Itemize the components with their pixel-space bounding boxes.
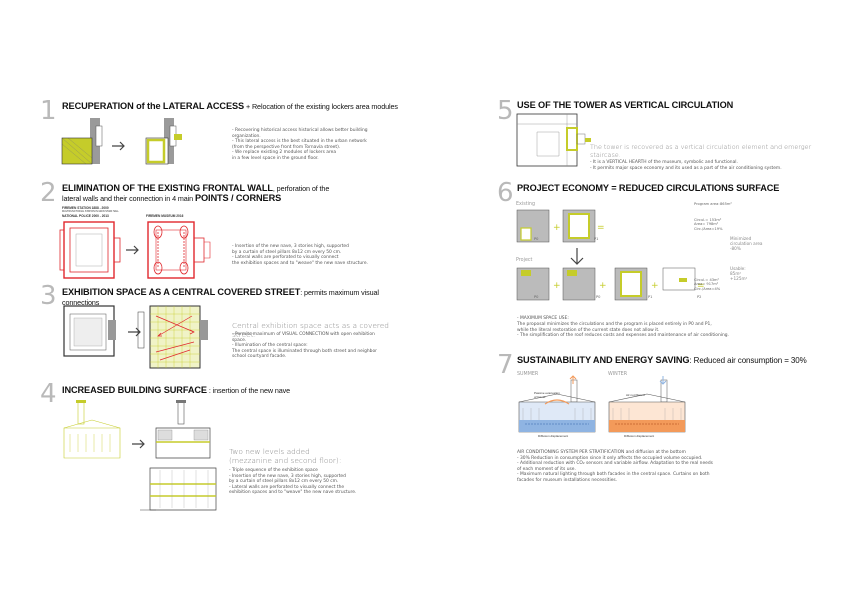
section-4-lead: Two new levels added (mezzanine and seco… bbox=[229, 447, 342, 465]
section-5-text: - It is a VERTICAL HEARTH of the museum,… bbox=[590, 160, 782, 171]
section-3-title-rest: : permits maximum visual connections bbox=[62, 288, 379, 308]
section-4-title-rest: : insertion of the new nave bbox=[206, 386, 291, 395]
section-2-title-rest: , perforation of the bbox=[272, 184, 330, 193]
section-1-title-bold: RECUPERATION of the LATERAL ACCESS bbox=[62, 101, 245, 111]
section-6-p1-project: P1 bbox=[648, 295, 653, 299]
section-7-text: AIR CONDITIONING SYSTEM PER STRATIFICATI… bbox=[517, 450, 713, 483]
section-7-label-winter: WINTER bbox=[608, 372, 628, 377]
section-6-program-label: Program area: bbox=[694, 202, 720, 206]
section-6-p2-project: P2 bbox=[697, 295, 702, 299]
section-6-p0-project: P0 bbox=[534, 295, 539, 299]
section-2-number: 2 bbox=[40, 178, 57, 208]
section-2-text: - Insertion of the new nave, 3 stories h… bbox=[232, 244, 368, 266]
section-6-title-bold: PROJECT ECONOMY bbox=[517, 183, 609, 193]
section-4-text: - Triple sequence of the exhibition spac… bbox=[229, 468, 357, 495]
svg-text:=: = bbox=[697, 281, 705, 291]
section-6-text-head: - MAXIMUM SPACE USE: bbox=[517, 316, 569, 321]
section-2-label-a-sub: MULTIFUNCTIONAL STATION IN MAIN STAIR HA… bbox=[62, 210, 119, 213]
section-6-usable: Usable: 85m² +125m² bbox=[730, 266, 748, 282]
section-6-title: PROJECT ECONOMY = REDUCED CIRCULATIONS S… bbox=[517, 183, 817, 193]
section-2-label-a2: NATIONAL POLICE 2000 - 2013 bbox=[62, 214, 109, 218]
section-6-circ-project: Circul.= 43m² Area= 917m² Circ./Area=4% bbox=[694, 278, 721, 291]
section-4-title-bold: INCREASED BUILDING SURFACE bbox=[62, 385, 207, 395]
section-2-diagram bbox=[59, 221, 211, 279]
section-2-title: ELIMINATION OF THE EXISTING FRONTAL WALL… bbox=[62, 183, 402, 203]
section-6-diagram: + = + + + = bbox=[516, 209, 705, 301]
equals-icon: = bbox=[597, 223, 605, 233]
section-7-title-rest: : Reduced air consumption = 30% bbox=[689, 356, 807, 365]
section-2-title-line2-bold: POINTS / CORNERS bbox=[194, 193, 282, 204]
section-2-title-bold: ELIMINATION OF THE EXISTING FRONTAL WALL bbox=[62, 183, 273, 193]
section-5-title: USE OF THE TOWER AS VERTICAL CIRCULATION bbox=[517, 100, 734, 110]
section-7-cap-winter-bottom: Diffusion displacement bbox=[624, 434, 655, 438]
section-3-title: EXHIBITION SPACE AS A CENTRAL COVERED ST… bbox=[62, 287, 402, 307]
section-5-diagram bbox=[516, 113, 591, 167]
section-7-cap-winter-top: Air not filtered bbox=[626, 393, 645, 397]
section-2-title-line2: lateral walls and their connection in 4 … bbox=[62, 194, 195, 204]
section-7-cap-summer-bottom: Diffusion displacement bbox=[538, 434, 569, 438]
section-1-title: RECUPERATION of the LATERAL ACCESS + Rel… bbox=[62, 101, 402, 111]
section-1-text: - Recovering historical access historica… bbox=[232, 128, 368, 161]
svg-text:+: + bbox=[599, 281, 607, 291]
section-3-number: 3 bbox=[40, 281, 57, 311]
section-4-number: 4 bbox=[40, 379, 57, 409]
section-7-diagram bbox=[518, 375, 686, 433]
section-6-minimized: Minimized circulation area -80% bbox=[730, 236, 763, 252]
section-4-title: INCREASED BUILDING SURFACE : insertion o… bbox=[62, 385, 402, 395]
section-7-label-summer: SUMMER bbox=[517, 372, 539, 377]
section-5-lead: The tower is recovered as a vertical cir… bbox=[590, 143, 812, 159]
section-7-title: SUSTAINABILITY AND ENERGY SAVING: Reduce… bbox=[517, 355, 817, 366]
section-1-title-rest: + Relocation of the existing lockers are… bbox=[244, 102, 398, 111]
section-2-label-b: FIREMEN MUSEUM 2016 bbox=[146, 214, 184, 218]
section-6-title-rest: = REDUCED CIRCULATIONS SURFACE bbox=[608, 183, 780, 193]
section-6-text: The proposal minimizes the circulations … bbox=[517, 322, 729, 338]
section-6-p1-existing: P1 bbox=[594, 237, 599, 241]
section-3-lead: Central exhibition space acts as a cover… bbox=[232, 321, 389, 339]
section-5-number: 5 bbox=[497, 96, 514, 126]
svg-text:+: + bbox=[553, 281, 561, 291]
section-6-p0-project-2: P0 bbox=[596, 295, 601, 299]
section-2-label-a: FIREMEN STATION 1888 - 2000 bbox=[62, 206, 109, 210]
section-6-label-project: Project bbox=[516, 258, 533, 263]
section-4-diagram bbox=[63, 400, 217, 511]
section-6-program-value: 865m² bbox=[720, 202, 732, 206]
section-6-number: 6 bbox=[497, 178, 514, 208]
section-3-text: - Permits maximum of VISUAL CONNECTION w… bbox=[232, 332, 377, 359]
section-6-circ-existing: Circul.= 153m² Area= 798m² Circ./Area=19… bbox=[694, 218, 723, 231]
section-7-cap-summer-top: Passive evacuation of hot air bbox=[534, 391, 560, 399]
section-6-p0-existing: P0 bbox=[534, 237, 539, 241]
section-1-diagram bbox=[61, 118, 182, 165]
section-1-number: 1 bbox=[40, 96, 57, 126]
svg-text:+: + bbox=[651, 281, 659, 291]
section-6-label-existing: Existing bbox=[516, 202, 536, 207]
plus-icon: + bbox=[553, 223, 561, 233]
section-3-title-bold: EXHIBITION SPACE AS A CENTRAL COVERED ST… bbox=[62, 287, 301, 297]
section-7-title-bold: SUSTAINABILITY AND ENERGY SAVING bbox=[517, 355, 690, 365]
section-3-diagram bbox=[63, 305, 208, 369]
section-7-number: 7 bbox=[497, 350, 514, 380]
